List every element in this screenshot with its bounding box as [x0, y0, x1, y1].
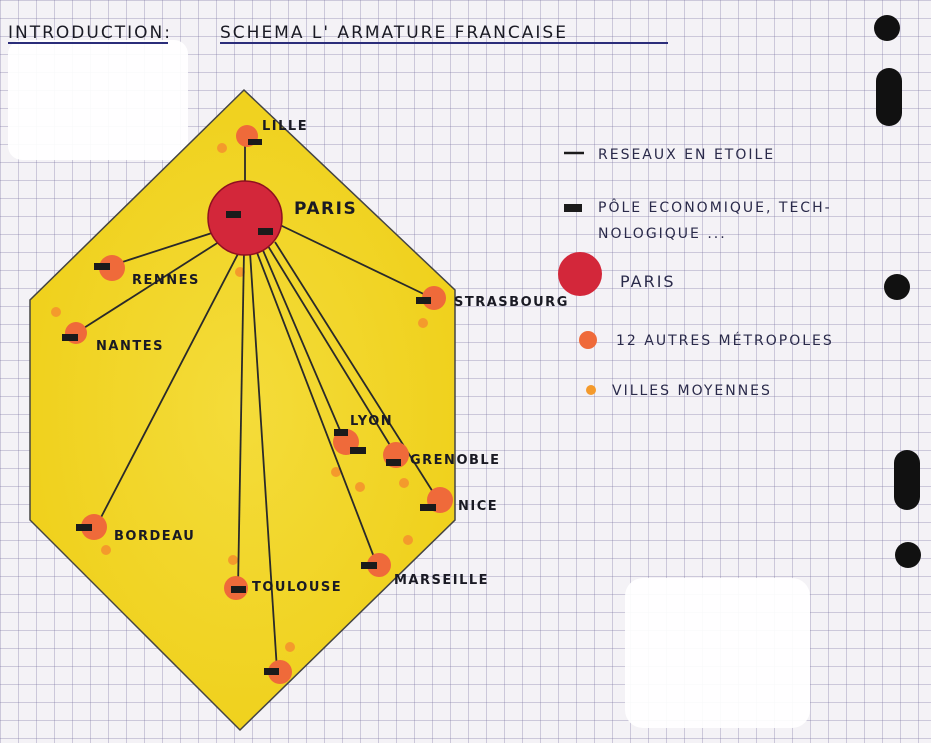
link-south [249, 251, 278, 671]
ville-moyenne-dot [418, 318, 428, 328]
star-network [75, 140, 439, 671]
pole-mark [231, 586, 246, 593]
pole-mark [386, 459, 401, 466]
paris-circle [207, 180, 283, 256]
pole-mark [334, 429, 348, 436]
pole-mark [416, 297, 431, 304]
city-labels: PARIS LILLE RENNES NANTES STRASBOURG LYO… [96, 119, 569, 595]
ville-moyenne-dot [235, 267, 245, 277]
page-title: INTRODUCTION: SCHEMA L' ARMATURE FRANCAI… [8, 23, 668, 44]
binder-slot [894, 450, 920, 510]
ville-moyenne-dot [51, 307, 61, 317]
link-toulouse [237, 251, 245, 589]
legend-poles-line2: NOLOGIQUE ... [598, 226, 727, 242]
legend-metropole-symbol [579, 331, 597, 349]
link-bordeaux [95, 249, 241, 528]
link-nice [274, 241, 439, 501]
label-paris: PARIS [294, 199, 357, 219]
pole-mark [258, 228, 273, 235]
pole-mark [420, 504, 436, 511]
link-rennes [109, 231, 216, 267]
label-nantes: NANTES [96, 339, 164, 354]
pole-mark [76, 524, 92, 531]
legend-pole-symbol [564, 204, 582, 212]
label-rennes: RENNES [132, 273, 200, 288]
label-lille: LILLE [262, 119, 308, 134]
ville-moyenne-dot [228, 555, 238, 565]
villes-moyennes [51, 143, 428, 652]
poles-economiques [62, 139, 436, 675]
ville-moyenne-dot [217, 143, 227, 153]
blurred-corner-patch [625, 578, 810, 728]
link-nantes [75, 239, 223, 334]
link-marseille [255, 249, 378, 566]
label-marseille: MARSEILLE [394, 573, 489, 588]
pole-mark [62, 334, 78, 341]
pole-mark [361, 562, 377, 569]
label-bordeaux: BORDEAU [114, 529, 195, 544]
metropole-rennes [99, 255, 125, 281]
binder-hole [874, 15, 900, 41]
metropole-bordeaux [81, 514, 107, 540]
label-toulouse: TOULOUSE [252, 580, 342, 595]
legend-paris: PARIS [620, 272, 676, 291]
ville-moyenne-dot [331, 467, 341, 477]
legend-networks: RESEAUX EN ETOILE [598, 147, 775, 163]
link-strasbourg [279, 224, 433, 299]
label-nice: NICE [458, 499, 498, 514]
binder-slot [876, 68, 902, 126]
link-grenoble [267, 245, 397, 456]
link-lyon [261, 247, 346, 443]
title-main: SCHEMA L' ARMATURE FRANCAISE [220, 23, 568, 43]
pole-mark [226, 211, 241, 218]
ville-moyenne-dot [101, 545, 111, 555]
title-prefix: INTRODUCTION: [8, 23, 172, 43]
binder-hole [884, 274, 910, 300]
blurred-name-patch [8, 40, 188, 160]
pole-mark [350, 447, 366, 454]
ville-moyenne-dot [403, 535, 413, 545]
label-lyon: LYON [350, 414, 393, 429]
legend-metropoles: 12 AUTRES MÉTROPOLES [616, 332, 834, 349]
ville-moyenne-dot [285, 642, 295, 652]
legend-poles-line1: PÔLE ECONOMIQUE, TECH- [598, 198, 832, 216]
ville-moyenne-dot [355, 482, 365, 492]
france-hexagon [29, 88, 456, 732]
legend: RESEAUX EN ETOILE PÔLE ECONOMIQUE, TECH-… [558, 147, 834, 399]
legend-paris-symbol [558, 252, 602, 296]
binder-hole [895, 542, 921, 568]
legend-ville-symbol [586, 385, 596, 395]
label-grenoble: GRENOBLE [410, 453, 501, 468]
pole-mark [248, 139, 262, 145]
metropole-marseille [367, 553, 391, 577]
label-strasbourg: STRASBOURG [454, 295, 569, 310]
pole-mark [94, 263, 110, 270]
ville-moyenne-dot [399, 478, 409, 488]
legend-villes: VILLES MOYENNES [612, 383, 772, 399]
metropole-south [268, 660, 292, 684]
pole-mark [264, 668, 279, 675]
